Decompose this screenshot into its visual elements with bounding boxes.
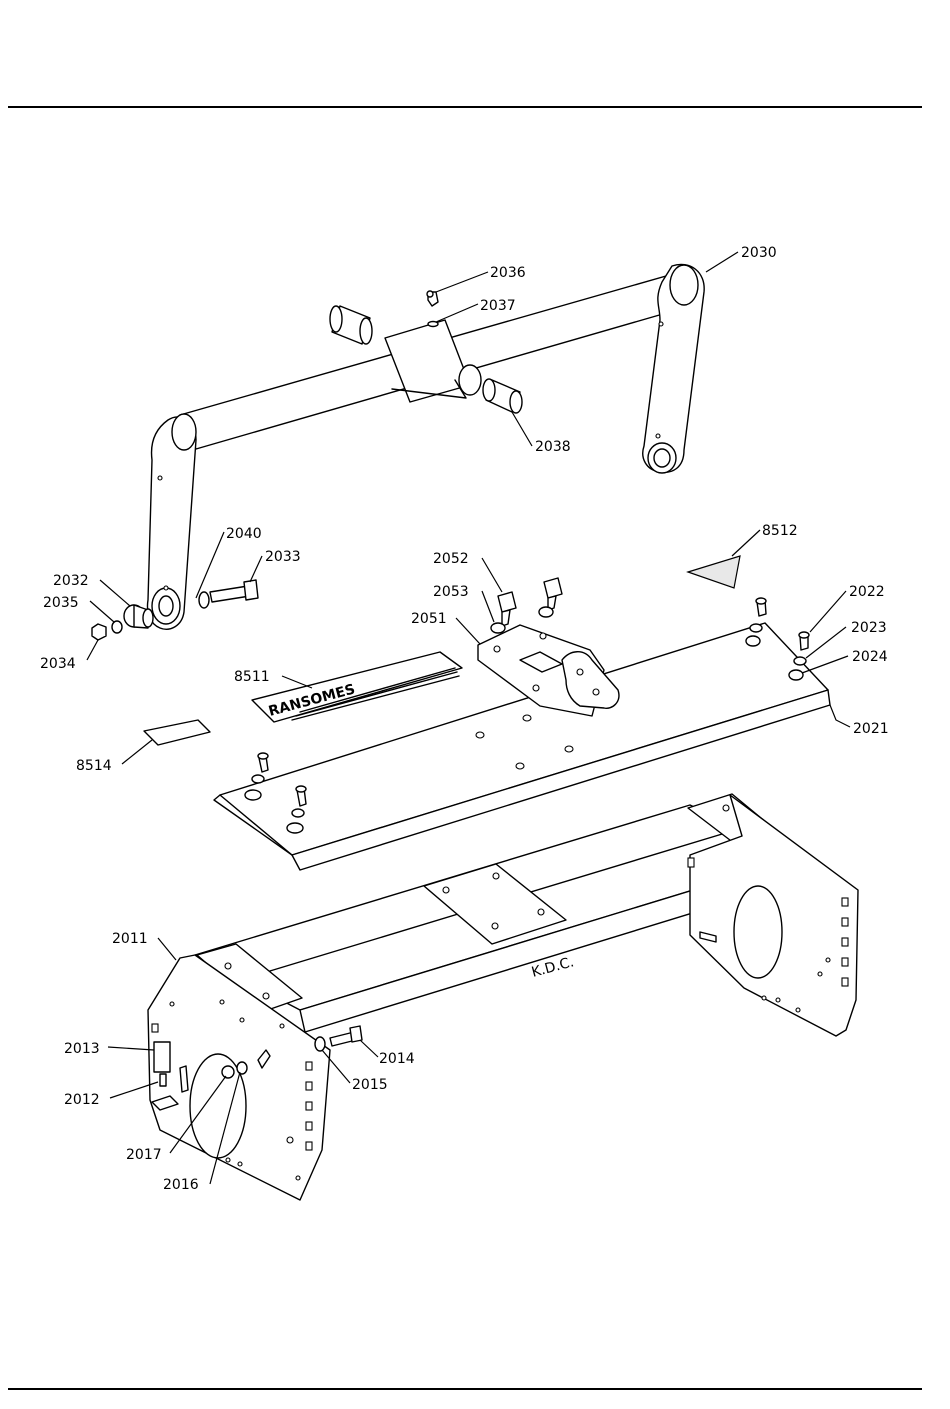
decal-8514 [144,720,210,745]
label-2022: 2022 [849,584,885,600]
label-2023: 2023 [851,620,887,636]
rocker-shaft-2030 [148,264,705,629]
label-2037: 2037 [480,298,516,314]
label-2013: 2013 [64,1041,100,1057]
label-2011: 2011 [112,931,148,947]
grease-nipple-2036 [427,291,438,327]
label-2012: 2012 [64,1092,100,1108]
label-2036: 2036 [490,265,526,281]
label-2021: 2021 [853,721,889,737]
label-8511: 8511 [234,669,270,685]
decal-8512 [688,556,740,588]
label-2051: 2051 [411,611,447,627]
label-2015: 2015 [352,1077,388,1093]
hitch-bracket-2051 [478,578,619,716]
label-2017: 2017 [126,1147,162,1163]
label-2035: 2035 [43,595,79,611]
label-8512: 8512 [762,523,798,539]
label-2040: 2040 [226,526,262,542]
decal-8511: RANSOMES [252,652,462,722]
label-2016: 2016 [163,1177,199,1193]
label-2024: 2024 [852,649,888,665]
label-2014: 2014 [379,1051,415,1067]
label-2038: 2038 [535,439,571,455]
frame-2011 [148,794,858,1200]
label-2030: 2030 [741,245,777,261]
label-2052: 2052 [433,551,469,567]
label-2033: 2033 [265,549,301,565]
label-2034: 2034 [40,656,76,672]
label-2053: 2053 [433,584,469,600]
label-2032: 2032 [53,573,89,589]
label-8514: 8514 [76,758,112,774]
